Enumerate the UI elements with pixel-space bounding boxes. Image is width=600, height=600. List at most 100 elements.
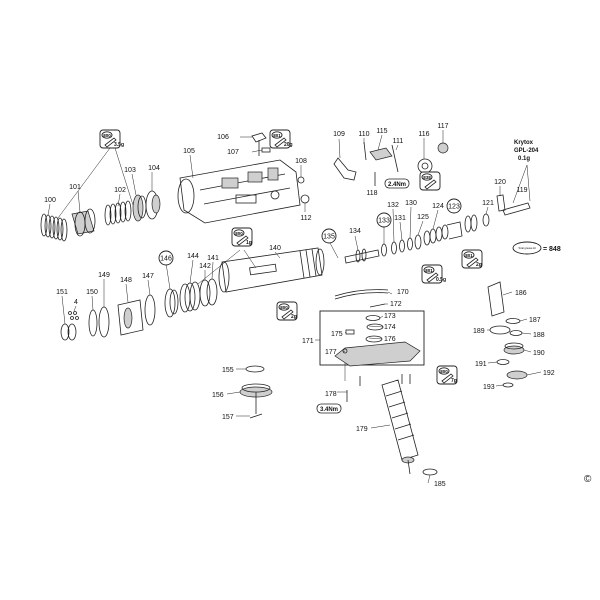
brush-pins xyxy=(359,374,411,386)
grease-code-ellipse xyxy=(101,131,113,139)
part-147-ring xyxy=(144,294,156,326)
part-131-ring xyxy=(399,239,405,253)
part-label-151: 151 xyxy=(56,289,68,296)
part-label-134: 134 xyxy=(349,228,361,235)
part-label-121: 121 xyxy=(482,200,494,207)
part-label-177: 177 xyxy=(325,349,337,356)
krytox-line-1: Krytox xyxy=(514,140,534,146)
part-189-bearing xyxy=(489,325,511,335)
grease-code-ellipse xyxy=(423,266,435,274)
part-125-ring xyxy=(414,234,422,250)
part-188-ring xyxy=(509,330,523,336)
part-label-112: 112 xyxy=(300,215,311,222)
total-grease-value: = 848 xyxy=(543,246,561,253)
part-172-pin xyxy=(369,303,386,308)
part-label-179: 179 xyxy=(356,426,368,433)
part-192-gear xyxy=(506,370,528,380)
grease-tube-icon xyxy=(281,309,294,320)
part-label-108: 108 xyxy=(295,158,307,165)
part-146-ring xyxy=(164,288,179,318)
total-grease-label: Total grease kit xyxy=(518,246,536,250)
grease-amount: 2g xyxy=(476,262,482,268)
grease-tube-icon xyxy=(424,179,437,190)
grease-code-ellipse xyxy=(438,367,450,375)
part-label-102: 102 xyxy=(114,187,126,194)
part-label-172: 172 xyxy=(390,301,402,308)
grease-code: 838 xyxy=(423,175,431,180)
part-121-ring xyxy=(482,213,490,227)
part-label-150: 150 xyxy=(86,289,98,296)
part-108-ball xyxy=(297,176,305,184)
part-label-189: 189 xyxy=(473,328,485,335)
part-120-sleeve xyxy=(496,194,506,212)
part-103-bearing xyxy=(132,194,147,222)
part-label-120: 120 xyxy=(494,179,506,186)
part-label-115: 115 xyxy=(376,128,387,135)
total-grease-ellipse xyxy=(512,241,542,255)
part-label-176: 176 xyxy=(384,336,396,343)
grease-code: 800 xyxy=(440,369,448,374)
part-label-173: 173 xyxy=(384,313,396,320)
part-label-187: 187 xyxy=(529,317,541,324)
part-label-101: 101 xyxy=(69,184,81,191)
part-111-rod xyxy=(391,144,399,173)
grease-tube-icon xyxy=(274,137,287,148)
torque-box-2: 3.4Nm xyxy=(316,403,342,414)
part-label-193: 193 xyxy=(483,384,495,391)
part-193-pin xyxy=(502,382,514,388)
part-label-144: 144 xyxy=(187,253,199,260)
part-label-125: 125 xyxy=(417,214,429,221)
grease-amount: 7g xyxy=(451,378,457,384)
part-132-ring xyxy=(391,241,397,255)
part-116-wheel xyxy=(417,158,433,174)
part-label-141: 141 xyxy=(207,255,219,262)
part-109-lever xyxy=(333,157,357,181)
part-circle-146 xyxy=(158,250,174,266)
grease-amount: 3.5g xyxy=(114,142,124,148)
part-label-188: 188 xyxy=(533,332,545,339)
part-106-wing-screw xyxy=(251,132,267,156)
part-circle-123 xyxy=(446,198,462,214)
part-label-131: 131 xyxy=(394,215,406,222)
part-label-155: 155 xyxy=(222,367,234,374)
part-190-gear xyxy=(503,342,525,355)
grease-code-ellipse xyxy=(421,173,433,181)
part-101-sleeve xyxy=(71,208,96,237)
part-label-124: 124 xyxy=(432,203,444,210)
grease-tube-icon xyxy=(466,257,479,268)
part-label-186: 186 xyxy=(515,290,527,297)
part-label-178: 178 xyxy=(325,391,337,398)
part-156-gear xyxy=(239,383,273,414)
part-119-rod xyxy=(502,202,531,216)
part-label-147: 147 xyxy=(142,273,154,280)
part-label-185: 185 xyxy=(434,481,446,488)
grease-badges: 8003.5g80120g8388001g8010.5g8012g8002g80… xyxy=(99,129,483,385)
part-label-132: 132 xyxy=(387,202,399,209)
part-105-gear-housing xyxy=(177,159,301,224)
part-label-135: 135 xyxy=(323,234,335,241)
part-155-ring xyxy=(245,365,265,373)
part-177-plate xyxy=(334,341,421,367)
grease-badge-3: 838 xyxy=(419,171,441,191)
part-112-ring xyxy=(300,194,310,204)
grease-code-ellipse xyxy=(278,303,290,311)
part-104-gear xyxy=(145,190,161,220)
grease-tube-icon xyxy=(236,235,249,246)
grease-code: 800 xyxy=(235,231,243,236)
part-100-coil xyxy=(40,213,68,242)
part-label-110: 110 xyxy=(358,131,369,138)
part-186-shaft xyxy=(487,281,505,317)
part-label-142: 142 xyxy=(199,263,211,270)
grease-code: 800 xyxy=(103,133,111,138)
part-144-spring xyxy=(179,281,201,313)
part-151-cap xyxy=(60,323,77,341)
